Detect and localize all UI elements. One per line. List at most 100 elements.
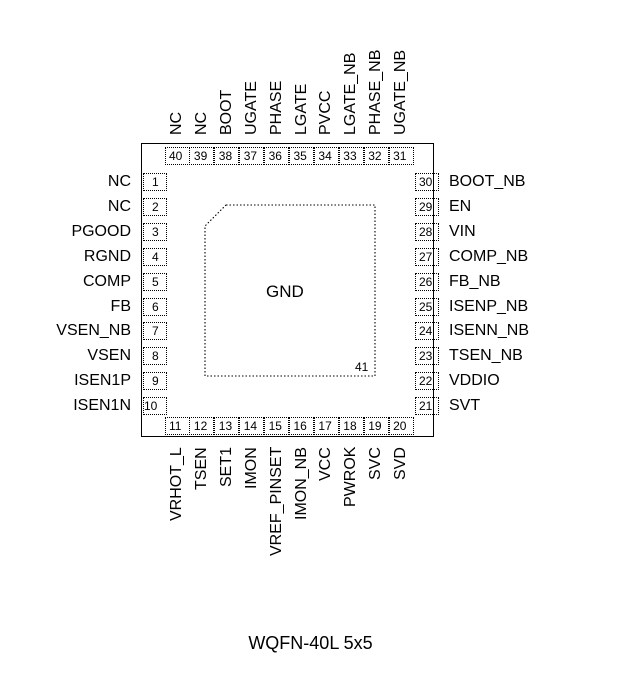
pin-pad-23 xyxy=(415,347,439,366)
pin-label-30: BOOT_NB xyxy=(449,173,526,190)
pin-number-30: 30 xyxy=(419,175,433,189)
pin-label-24: ISENN_NB xyxy=(449,322,530,340)
pin-number-3: 3 xyxy=(152,224,159,239)
pin-label-35: LGATE xyxy=(292,83,310,135)
pin-label-12: TSEN xyxy=(192,447,210,490)
pin-number-37: 37 xyxy=(243,149,258,163)
pin-pad-38 xyxy=(214,147,240,165)
pin-label-15: VREF_PINSET xyxy=(267,446,285,556)
pin-number-24: 24 xyxy=(419,324,433,339)
pin-pad-3 xyxy=(143,222,167,241)
pin-number-13: 13 xyxy=(218,419,233,433)
pin-pad-5 xyxy=(143,272,167,291)
pin-pad-12 xyxy=(189,417,215,435)
pin-number-7: 7 xyxy=(152,324,159,339)
pin-label-33: LGATE_NB xyxy=(342,52,360,135)
pin-number-34: 34 xyxy=(318,149,332,163)
pin-pad-11 xyxy=(164,417,190,435)
pin-label-23: TSEN_NB xyxy=(449,347,523,365)
pin-label-34: PVCC xyxy=(317,90,335,135)
pin-number-18: 18 xyxy=(343,419,357,433)
pin-number-12: 12 xyxy=(193,419,208,433)
pin-pad-15 xyxy=(264,417,290,435)
pin-label-25: ISENP_NB xyxy=(449,297,529,315)
pin-label-2: NC xyxy=(107,197,131,215)
pin-pad-29 xyxy=(415,197,439,216)
pin-label-17: VCC xyxy=(317,447,335,481)
pin-number-20: 20 xyxy=(393,419,407,433)
pin-pad-7 xyxy=(143,322,167,341)
pin-pad-14 xyxy=(239,417,265,435)
pin-number-16: 16 xyxy=(293,419,307,433)
pin-pad-10 xyxy=(143,397,167,416)
pin-label-8: VSEN xyxy=(87,347,131,365)
pin-pad-18 xyxy=(338,417,364,435)
pin-pad-33 xyxy=(338,147,364,165)
pin-label-29: EN xyxy=(449,197,472,215)
pin-number-31: 31 xyxy=(393,149,407,163)
pin-label-18: PWROK xyxy=(342,446,360,507)
pin-pad-20 xyxy=(388,417,414,435)
pin-label-39: NC xyxy=(192,111,210,135)
pin-pad-8 xyxy=(143,347,167,366)
pin-label-11: VRHOT_L xyxy=(168,447,185,521)
pin-number-10: 10 xyxy=(144,399,158,414)
pin-number-36: 36 xyxy=(268,149,282,163)
pin-number-1: 1 xyxy=(152,175,159,189)
pin-label-16: IMON_NB xyxy=(292,447,310,520)
package-body xyxy=(141,143,434,437)
pin-pad-37 xyxy=(239,147,265,165)
pin-number-26: 26 xyxy=(419,274,433,289)
pin-pad-1 xyxy=(143,173,167,191)
pin-label-36: PHASE xyxy=(267,80,285,135)
pin-number-21: 21 xyxy=(419,399,433,414)
pin-number-15: 15 xyxy=(268,419,282,433)
pin-pad-4 xyxy=(143,247,167,266)
pin-pad-35 xyxy=(289,147,314,165)
pin-number-23: 23 xyxy=(419,349,433,364)
pin-pad-24 xyxy=(415,322,439,341)
exposed-pad-name: GND xyxy=(266,282,304,301)
pin-number-9: 9 xyxy=(152,374,159,389)
pin-label-7: VSEN_NB xyxy=(56,322,131,340)
pin-label-32: PHASE_NB xyxy=(367,49,385,135)
pin-pad-28 xyxy=(415,222,439,241)
exposed-pad-number: 41 xyxy=(355,360,369,374)
pin-pad-19 xyxy=(363,417,389,435)
package-caption: WQFN-40L 5x5 xyxy=(248,633,373,653)
pin-number-33: 33 xyxy=(343,149,357,163)
pin-pad-21 xyxy=(415,397,439,416)
pin-label-22: VDDIO xyxy=(449,372,500,390)
pin-label-3: PGOOD xyxy=(71,222,131,240)
pin-number-40: 40 xyxy=(169,149,183,163)
pin-label-4: RGND xyxy=(83,247,131,265)
pin-number-22: 22 xyxy=(419,374,433,389)
pin-pad-25 xyxy=(415,297,439,316)
pin-label-26: FB_NB xyxy=(449,272,501,290)
pin-label-37: UGATE xyxy=(242,81,260,135)
pin-pad-22 xyxy=(415,372,439,391)
pin-pad-40 xyxy=(164,147,190,165)
pin-label-5: COMP xyxy=(83,272,131,290)
pin-pad-34 xyxy=(313,147,339,165)
pin-label-6: FB xyxy=(110,297,131,315)
pin-pad-27 xyxy=(415,247,439,266)
pin-pad-13 xyxy=(214,417,240,435)
pin-number-35: 35 xyxy=(293,149,307,163)
pin-pad-6 xyxy=(143,297,167,316)
pin-number-38: 38 xyxy=(218,149,233,163)
pin-label-21: SVT xyxy=(449,397,481,415)
pin-pad-39 xyxy=(189,147,215,165)
pin-number-25: 25 xyxy=(419,299,433,314)
pin-label-38: BOOT xyxy=(217,89,235,135)
pin-pad-32 xyxy=(363,147,389,165)
pin-pad-2 xyxy=(143,197,167,216)
pin-label-31: UGATE_NB xyxy=(392,49,410,135)
pin-number-14: 14 xyxy=(243,419,258,433)
pin-pad-9 xyxy=(143,372,167,391)
pin-label-9: ISEN1P xyxy=(74,372,131,390)
pin-pad-26 xyxy=(415,272,439,291)
exposed-pad xyxy=(204,204,376,377)
